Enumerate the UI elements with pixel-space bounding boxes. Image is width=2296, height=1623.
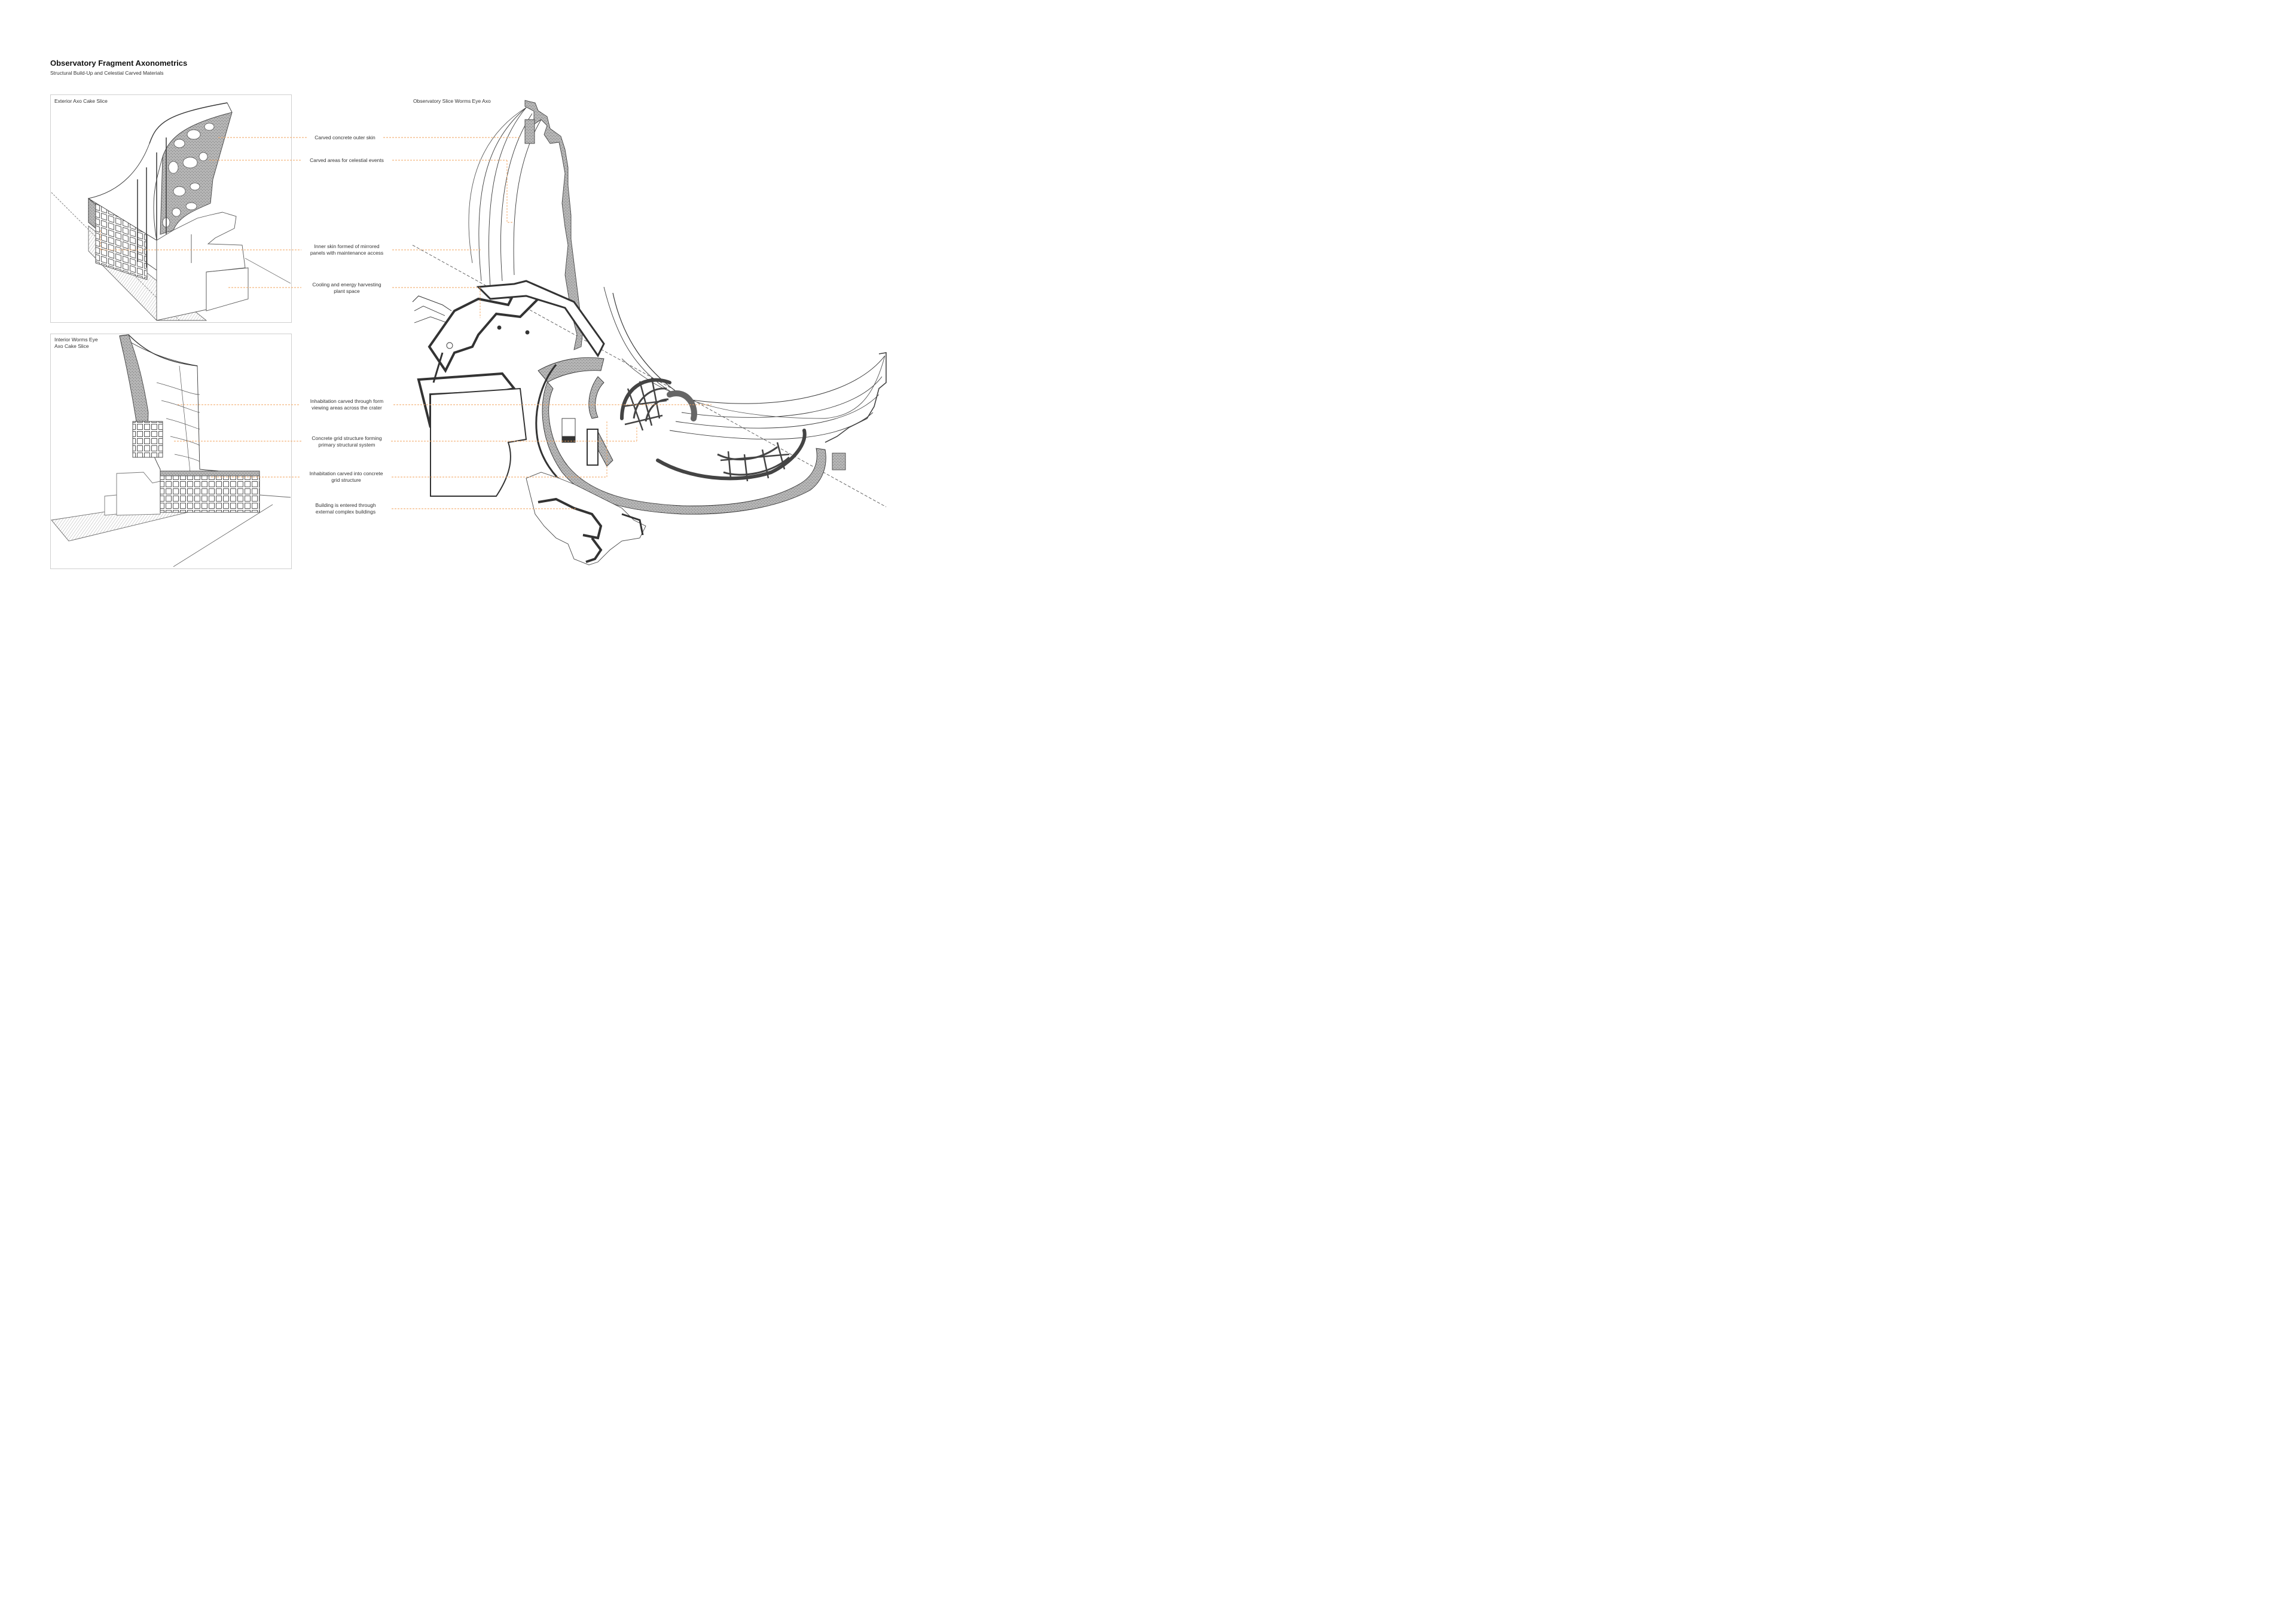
annotation-inhabitation-grid: Inhabitation carved into concrete grid s… [309, 470, 383, 483]
sheet-title: Observatory Fragment Axonometrics [50, 59, 188, 68]
exterior-axo-label: Exterior Axo Cake Slice [54, 98, 108, 104]
interior-axo-drawing [51, 334, 291, 567]
drawing-sheet: Observatory Fragment Axonometrics Struct… [0, 0, 918, 649]
annotation-carved-outer-skin: Carved concrete outer skin [315, 135, 375, 140]
exterior-axo-drawing [51, 102, 291, 321]
exterior-axo-frame [50, 94, 292, 323]
annotation-carved-celestial-areas: Carved areas for celestial events [310, 157, 384, 163]
axonometric-drawings [51, 100, 887, 567]
sheet-subtitle: Structural Build-Up and Celestial Carved… [50, 70, 164, 76]
annotation-inner-mirrored-skin: Inner skin formed of mirrored panels wit… [310, 243, 384, 256]
interior-axo-frame [50, 334, 292, 569]
main-axo-drawing [412, 100, 887, 566]
interior-axo-label: Interior Worms Eye Axo Cake Slice [54, 337, 98, 349]
main-axo-label: Observatory Slice Worms Eye Axo [413, 98, 491, 104]
annotation-inhabitation-viewing: Inhabitation carved through form viewing… [310, 398, 384, 411]
annotation-leaders [100, 137, 712, 509]
annotation-building-entrance: Building is entered through external com… [315, 502, 376, 515]
annotation-concrete-grid-structure: Concrete grid structure forming primary … [312, 435, 382, 448]
annotation-cooling-plant-space: Cooling and energy harvesting plant spac… [312, 282, 381, 294]
